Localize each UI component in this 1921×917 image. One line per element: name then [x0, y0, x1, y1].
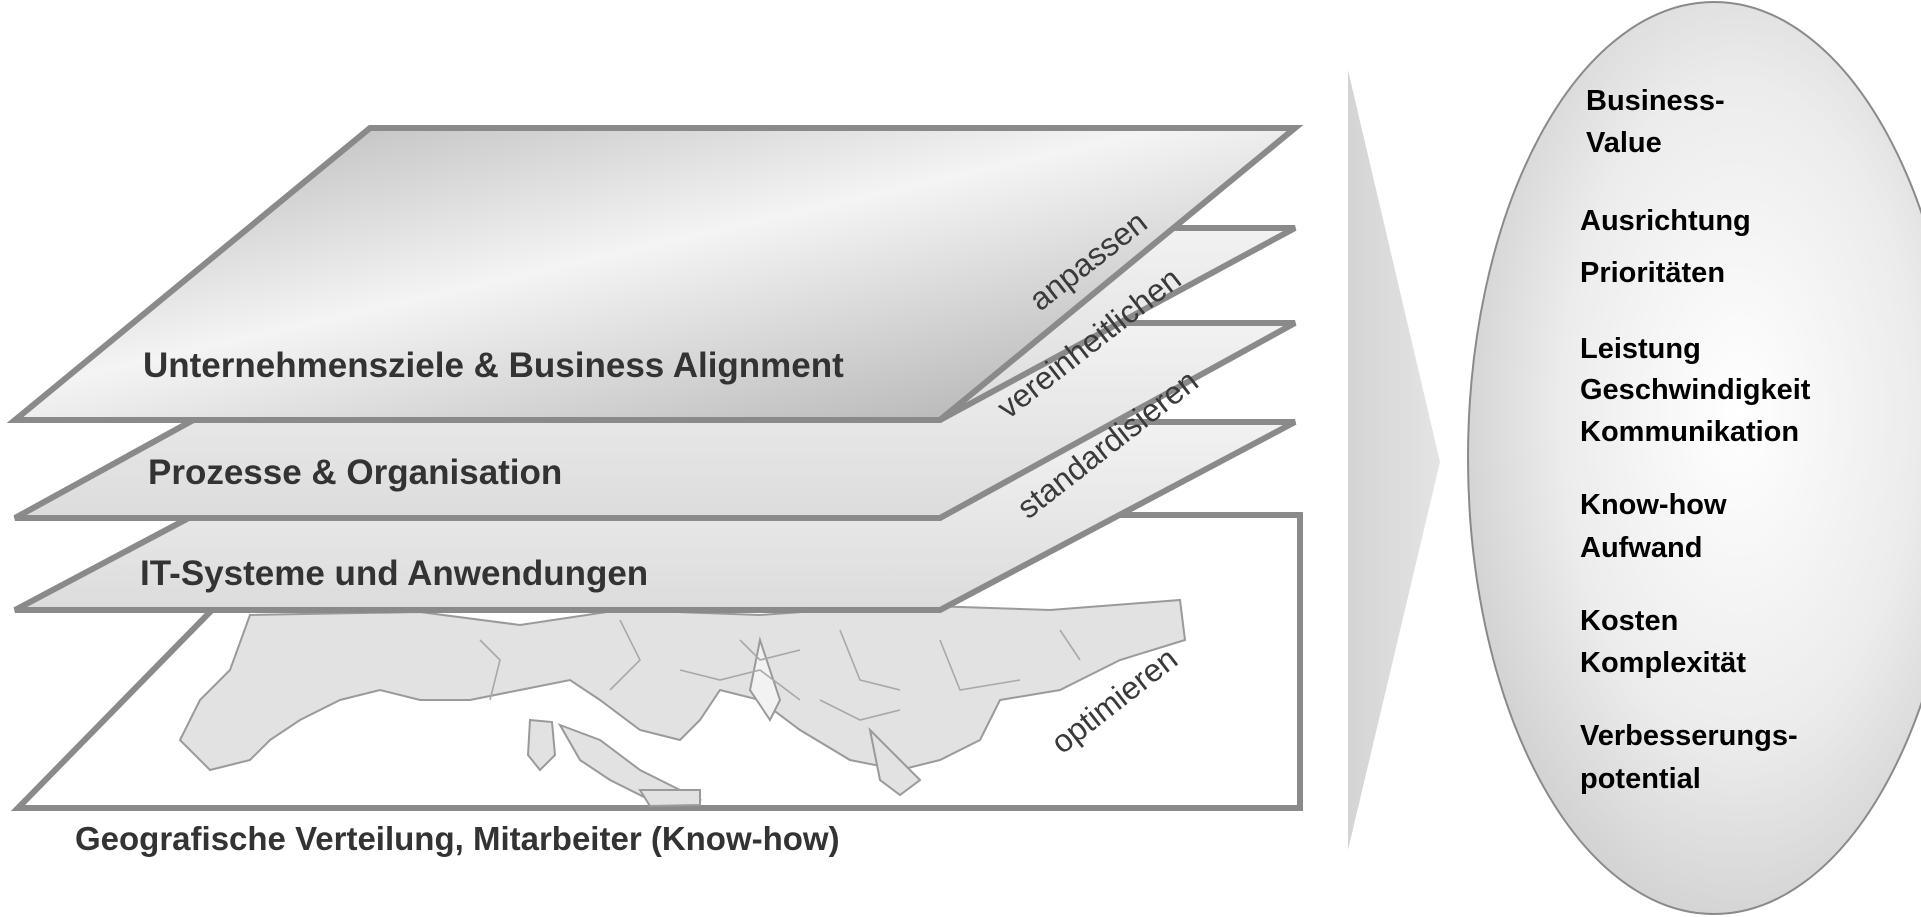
- result-effort: Aufwand: [1580, 532, 1702, 564]
- europe-map-illustration: [178, 598, 1187, 808]
- goals-label: Unternehmensziele & Business Alignment: [143, 346, 844, 385]
- result-priorities: Prioritäten: [1580, 257, 1725, 289]
- result-complexity: Komplexität: [1580, 647, 1746, 679]
- map-borders: [479, 619, 1081, 721]
- result-improvement-1: Verbesserungs-: [1580, 720, 1798, 752]
- results-ellipse: [1467, 1, 1921, 915]
- it-systems-label: IT-Systeme und Anwendungen: [140, 554, 648, 593]
- result-improvement-2: potential: [1580, 763, 1701, 795]
- result-speed: Geschwindigkeit: [1580, 374, 1811, 406]
- result-business-value-2: Value: [1586, 127, 1662, 159]
- result-alignment: Ausrichtung: [1580, 205, 1751, 237]
- layer-goals: Unternehmensziele & Business Alignment: [6, 125, 1304, 423]
- result-communication: Kommunikation: [1580, 416, 1799, 448]
- result-business-value-1: Business-: [1586, 85, 1725, 117]
- results-list: Business- Value Ausrichtung Prioritäten …: [1580, 85, 1811, 795]
- result-costs: Kosten: [1580, 605, 1678, 637]
- geography-label: Geografische Verteilung, Mitarbeiter (Kn…: [75, 820, 840, 857]
- result-knowhow: Know-how: [1580, 489, 1727, 521]
- processes-label: Prozesse & Organisation: [148, 453, 562, 492]
- result-performance: Leistung: [1580, 333, 1701, 365]
- result-arrow: [1348, 70, 1440, 850]
